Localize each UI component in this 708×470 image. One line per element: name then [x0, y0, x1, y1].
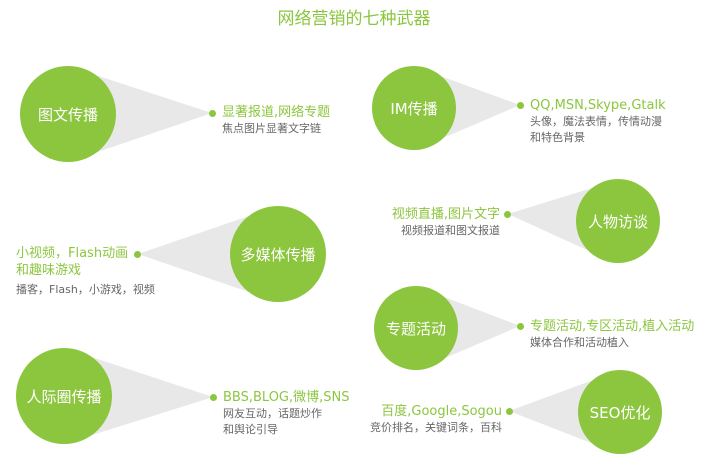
label-group-tuwen: 显著报道,网络专题 焦点图片显著文字链 [222, 104, 330, 137]
connector-dot-duomeiti [134, 251, 141, 258]
sub-label-tuwen: 焦点图片显著文字链 [222, 122, 321, 135]
main-label-zhuanti: 专题活动,专区活动,植入活动 [530, 319, 695, 334]
connector-dot-seo [506, 408, 513, 415]
label-group-im: QQ,MSN,Skype,Gtalk 头像，魔法表情，传情动漫 和特色背景 [530, 97, 666, 146]
main-label-renwu: 视频直播,图片文字 [391, 207, 500, 222]
main-label-seo: 百度,Google,Sogou [381, 404, 502, 419]
sub-label-seo: 竞价排名，关键词条，百科 [370, 421, 502, 434]
circle-zhuanti: 专题活动 [374, 286, 458, 370]
connector-dot-zhuanti [517, 323, 524, 330]
label-group-zhuanti: 专题活动,专区活动,植入活动 媒体合作和活动植入 [530, 318, 694, 351]
circle-renwu: 人物访谈 [576, 179, 660, 263]
sub-label-renjiquan-2: 和舆论引导 [223, 423, 278, 436]
sub-label-zhuanti: 媒体合作和活动植入 [530, 336, 629, 349]
main-label-renjiquan: BBS,BLOG,微博,SNS [223, 390, 350, 405]
main-label-duomeiti-2: 和趣味游戏 [16, 263, 82, 278]
label-group-seo: 百度,Google,Sogou 竞价排名，关键词条，百科 [370, 403, 502, 436]
sub-label-im-2: 和特色背景 [530, 131, 585, 144]
main-label-duomeiti-1: 小视频，Flash动画 [16, 246, 129, 261]
connector-dot-tuwen [209, 110, 216, 117]
diagram-title: 网络营销的七种武器 [277, 9, 431, 29]
sub-label-renjiquan-1: 网友互动，话题炒作 [223, 407, 322, 420]
circle-tuwen: 图文传播 [20, 66, 116, 162]
connector-dot-renjiquan [210, 394, 217, 401]
connector-dot-renwu [504, 211, 511, 218]
connector-dot-im [517, 102, 524, 109]
label-group-renwu: 视频直播,图片文字 视频报道和图文报道 [392, 206, 500, 239]
circle-renjiquan: 人际圈传播 [16, 348, 112, 444]
sub-label-duomeiti: 播客，Flash，小游戏，视频 [16, 283, 155, 296]
circle-duomeiti: 多媒体传播 [230, 206, 326, 302]
circle-seo: SEO优化 [578, 370, 662, 454]
label-group-duomeiti: 小视频，Flash动画 和趣味游戏 播客，Flash，小游戏，视频 [16, 245, 155, 298]
circle-im: IM传播 [372, 66, 456, 150]
main-label-im: QQ,MSN,Skype,Gtalk [530, 98, 666, 113]
main-label-tuwen: 显著报道,网络专题 [222, 105, 331, 120]
label-group-renjiquan: BBS,BLOG,微博,SNS 网友互动，话题炒作 和舆论引导 [223, 389, 350, 438]
sub-label-renwu: 视频报道和图文报道 [401, 224, 500, 237]
sub-label-im-1: 头像，魔法表情，传情动漫 [530, 115, 662, 128]
